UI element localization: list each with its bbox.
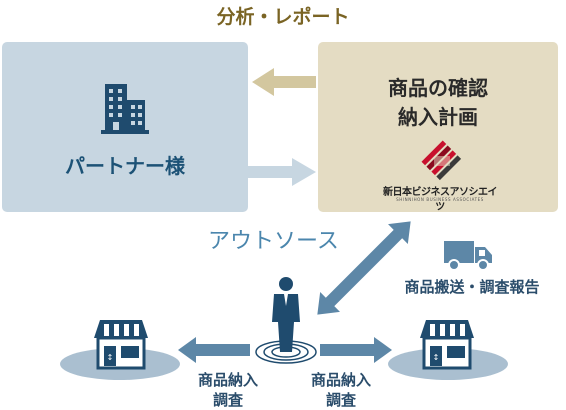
outsource-label: アウトソース bbox=[208, 229, 339, 254]
svg-text:↕: ↕ bbox=[433, 353, 440, 362]
store-icon: ↕ bbox=[420, 320, 474, 370]
store-left: ↕ bbox=[60, 320, 180, 380]
survey-label-right: 商品納入 調査 bbox=[296, 370, 386, 410]
survey-right-line2: 調査 bbox=[325, 391, 356, 409]
person-icon bbox=[255, 277, 317, 364]
company-name: 新日本ビジネスアソシエイツ bbox=[383, 187, 498, 213]
store-icon: ↕ bbox=[94, 320, 148, 370]
report-arrow bbox=[252, 68, 316, 96]
survey-label-left: 商品納入 調査 bbox=[183, 370, 273, 410]
survey-left-line2: 調査 bbox=[212, 391, 243, 409]
left-survey-arrow bbox=[178, 337, 250, 363]
nbs-line-1: 商品の確認 bbox=[388, 76, 488, 100]
nbs-line-2: 納入計画 bbox=[398, 105, 478, 129]
diagonal-double-arrow bbox=[317, 221, 411, 315]
survey-left-line1: 商品納入 bbox=[197, 371, 258, 389]
truck-icon bbox=[444, 241, 492, 271]
store-right: ↕ bbox=[388, 320, 508, 380]
survey-right-line1: 商品納入 bbox=[310, 371, 371, 389]
outsource-arrow bbox=[248, 158, 316, 186]
right-survey-arrow bbox=[320, 337, 392, 363]
shipping-label: 商品搬送・調査報告 bbox=[404, 278, 540, 296]
svg-text:↕: ↕ bbox=[107, 353, 114, 362]
company-logo bbox=[421, 140, 462, 181]
nbs-box bbox=[318, 42, 558, 212]
report-label: 分析・レポート bbox=[216, 6, 350, 28]
building-icon bbox=[101, 84, 149, 134]
partner-label: パートナー様 bbox=[65, 154, 185, 178]
company-subtitle: SHINNIHON BUSINESS ASSOCIATES bbox=[396, 197, 484, 202]
